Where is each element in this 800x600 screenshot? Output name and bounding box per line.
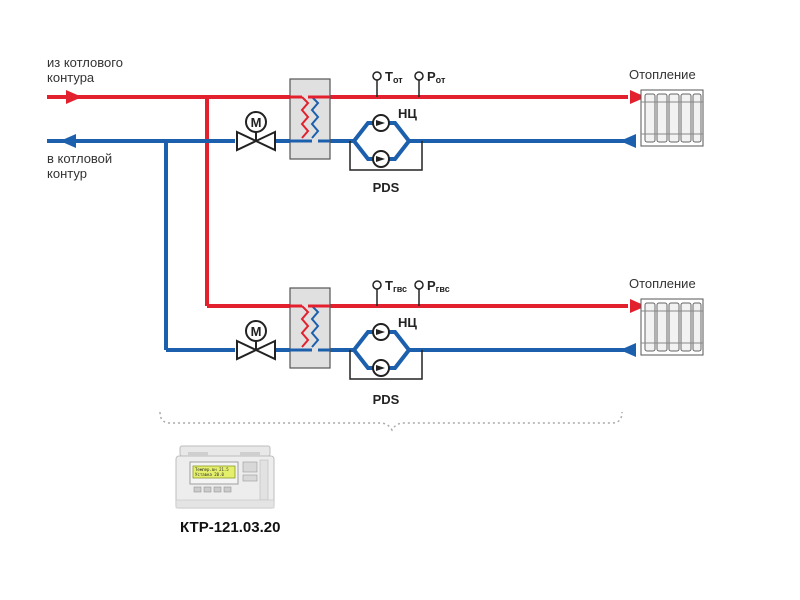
pump-group-label: НЦ: [398, 106, 417, 121]
display-line-1: Темпер.вн 21.5: [195, 467, 229, 472]
temp-sensor-label: Tгвс: [385, 278, 407, 294]
pressure-sensor-label: Pгвс: [427, 278, 450, 294]
plate-heat-exchanger-icon: [289, 78, 331, 160]
controller-display: [192, 465, 236, 479]
two-way-valve-icon: [236, 339, 276, 361]
load-label: Отопление: [629, 276, 696, 291]
motor-actuator-icon: M: [245, 111, 267, 133]
temp-sensor-label: Tот: [385, 69, 403, 85]
arrow-supply-out-2: [630, 299, 646, 313]
pressure-switch-label: PDS: [373, 392, 400, 407]
load-label: Отопление: [629, 67, 696, 82]
pressure-switch-bracket: [349, 141, 423, 171]
pressure-sensor-label: Pот: [427, 69, 446, 85]
display-line-2: Уставка 20.0: [195, 472, 224, 477]
pressure-switch-label: PDS: [373, 180, 400, 195]
controller-model-label: КТР-121.03.20: [180, 519, 280, 536]
arrow-supply-in: [66, 90, 82, 104]
circulation-pump-icon: [372, 114, 390, 132]
svg-text:M: M: [251, 324, 262, 339]
pump-group-label: НЦ: [398, 315, 417, 330]
arrow-return-in-1: [620, 134, 636, 148]
from-boiler-label-line2: контура: [47, 70, 95, 85]
supply-pipes: [47, 95, 628, 308]
arrow-return-out: [60, 134, 76, 148]
sensor-probe-icon: [414, 71, 424, 97]
radiator-icon: [640, 89, 704, 147]
plate-heat-exchanger-icon: [289, 287, 331, 369]
svg-text:M: M: [251, 115, 262, 130]
motor-actuator-icon: M: [245, 320, 267, 342]
return-pipes: [47, 139, 630, 352]
two-way-valve-icon: [236, 130, 276, 152]
from-boiler-label-line1: из котлового: [47, 55, 123, 70]
to-boiler-label-line2: контур: [47, 166, 87, 181]
arrow-return-in-2: [620, 343, 636, 357]
scope-brace: [159, 411, 623, 432]
sensor-probe-icon: [372, 71, 382, 97]
pump-group: НЦ: [351, 106, 417, 168]
sensor-probe-icon: [414, 280, 424, 306]
circulation-pump-icon: [372, 323, 390, 341]
pump-group: НЦ: [351, 315, 417, 377]
circuit-1: M НЦ PDS Tот: [236, 67, 704, 195]
circulation-pump-icon: [372, 150, 390, 168]
to-boiler-label-line1: в котловой: [47, 151, 112, 166]
arrow-supply-out-1: [630, 90, 646, 104]
radiator-icon: [640, 298, 704, 356]
circulation-pump-icon: [372, 359, 390, 377]
pressure-switch-bracket: [349, 350, 423, 380]
sensor-probe-icon: [372, 280, 382, 306]
controller-device-icon: Темпер.вн 21.5 Уставка 20.0: [175, 445, 275, 509]
circuit-2: M НЦ PDS Tгвс Pгв: [236, 276, 704, 407]
